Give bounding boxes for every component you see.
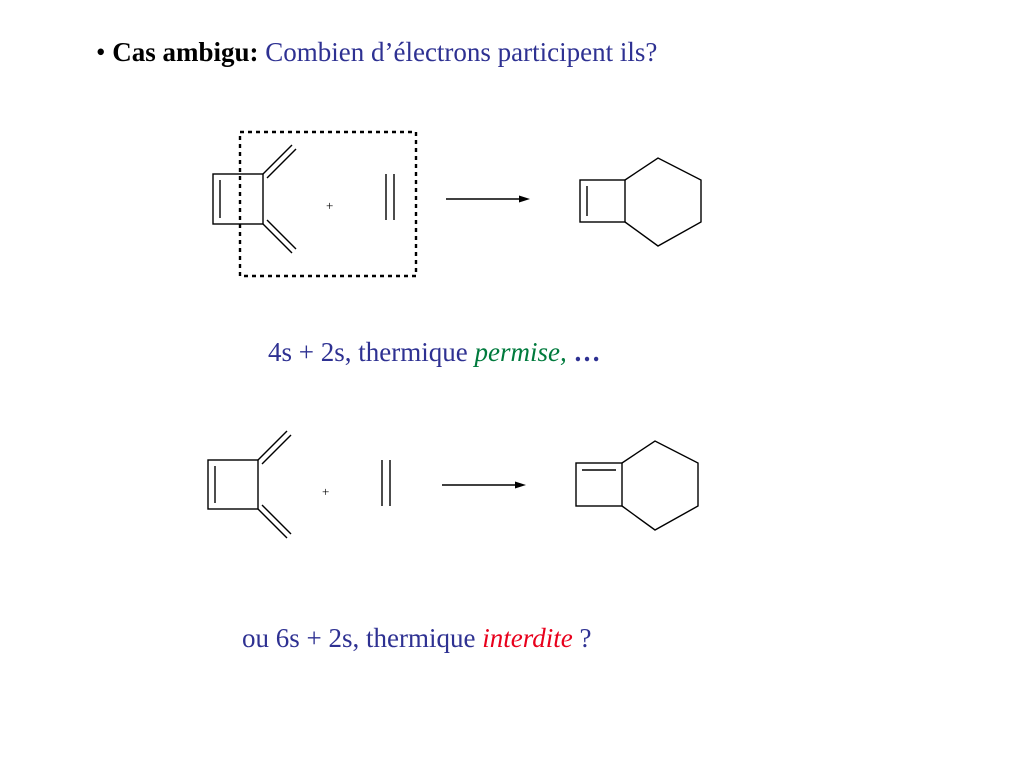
reactant-dimethylenecyclobutene-2 [207, 430, 292, 539]
ellipsis: … [573, 337, 601, 367]
plus-sign: + [322, 484, 329, 499]
reaction-arrow-1 [446, 195, 530, 203]
question-mark: ? [579, 623, 592, 653]
product-bicyclooctene-2 [575, 440, 699, 531]
caption-prefix: ou 6s + 2s, thermique [242, 623, 476, 653]
reaction-arrow-2 [442, 481, 526, 489]
caption-prefix: 4s + 2s, thermique [268, 337, 468, 367]
heading-question: Combien d’électrons participent ils? [265, 37, 658, 67]
bullet-glyph: • [96, 37, 106, 67]
reactant-ethylene-2 [381, 460, 391, 506]
heading-lead: Cas ambigu: [112, 37, 259, 67]
product-bicyclooctene-1 [579, 157, 702, 247]
plus-sign: + [326, 198, 333, 213]
caption-scheme-2: ou 6s + 2s, thermique interdite ? [242, 620, 591, 656]
reactant-ethylene-1 [385, 174, 395, 220]
verdict-forbidden: interdite [482, 623, 573, 653]
slide-heading: • Cas ambigu: Combien d’électrons partic… [96, 34, 657, 70]
caption-scheme-1: 4s + 2s, thermique permise, … [268, 334, 600, 370]
verdict-allowed: permise, [474, 337, 567, 367]
highlight-box [238, 130, 418, 278]
reactant-dimethylenecyclobutene-1 [212, 144, 297, 254]
